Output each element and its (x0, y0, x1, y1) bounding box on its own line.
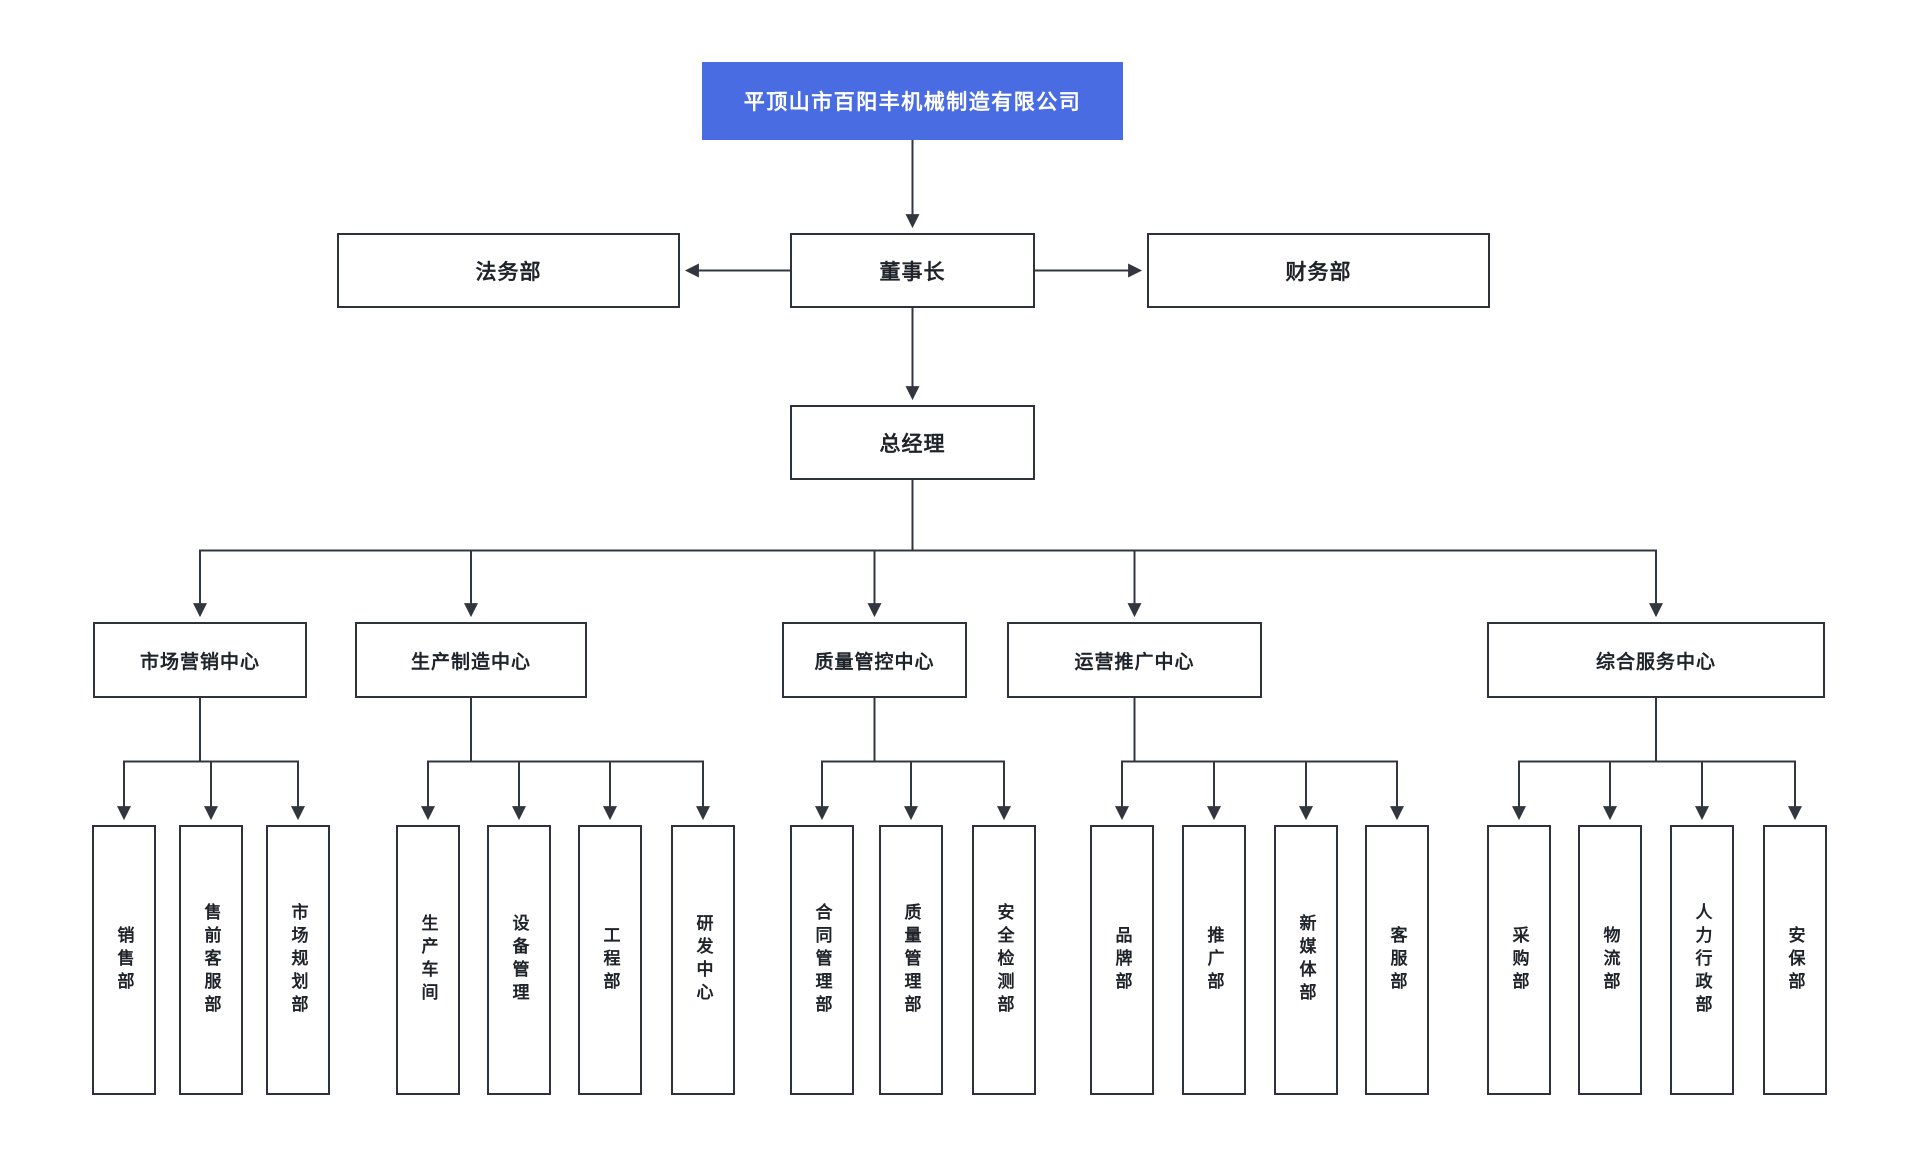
node-production-center: 生产制造中心 (355, 622, 587, 698)
node-finance-dept: 财务部 (1147, 233, 1490, 308)
node-market-planning-dept: 市场规划部 (266, 825, 330, 1095)
general-manager-label: 总经理 (879, 432, 946, 456)
market-planning-dept-label: 市场规划部 (288, 902, 308, 1018)
sales-dept-label: 销售部 (114, 925, 134, 995)
logistics-dept-label: 物流部 (1600, 925, 1620, 995)
security-dept-label: 安保部 (1785, 925, 1805, 995)
chairman-label: 董事长 (879, 260, 946, 284)
node-production-workshop: 生产车间 (396, 825, 460, 1095)
safety-inspection-dept-label: 安全检测部 (994, 902, 1014, 1018)
node-logistics-dept: 物流部 (1578, 825, 1642, 1095)
node-security-dept: 安保部 (1763, 825, 1827, 1095)
customer-service-dept-label: 客服部 (1387, 925, 1407, 995)
node-promotion-dept: 推广部 (1182, 825, 1246, 1095)
production-workshop-label: 生产车间 (418, 914, 438, 1006)
operations-center-label: 运营推广中心 (1074, 651, 1195, 673)
node-contract-management-dept: 合同管理部 (790, 825, 854, 1095)
promotion-dept-label: 推广部 (1204, 925, 1224, 995)
node-brand-dept: 品牌部 (1090, 825, 1154, 1095)
node-marketing-center: 市场营销中心 (93, 622, 307, 698)
marketing-center-label: 市场营销中心 (139, 651, 260, 673)
brand-dept-label: 品牌部 (1112, 925, 1132, 995)
quality-management-dept-label: 质量管理部 (901, 902, 921, 1018)
production-center-label: 生产制造中心 (410, 651, 531, 673)
procurement-dept-label: 采购部 (1509, 925, 1529, 995)
equipment-management-label: 设备管理 (509, 914, 529, 1006)
company-name-label: 平顶山市百阳丰机械制造有限公司 (743, 91, 1082, 114)
finance-dept-label: 财务部 (1285, 260, 1352, 284)
node-engineering-dept: 工程部 (578, 825, 642, 1095)
engineering-dept-label: 工程部 (600, 925, 620, 995)
legal-dept-label: 法务部 (475, 260, 542, 284)
hr-admin-dept-label: 人力行政部 (1692, 902, 1712, 1018)
node-rd-center: 研发中心 (671, 825, 735, 1095)
node-hr-admin-dept: 人力行政部 (1670, 825, 1734, 1095)
node-general-manager: 总经理 (790, 405, 1035, 480)
node-customer-service-dept: 客服部 (1365, 825, 1429, 1095)
node-company: 平顶山市百阳丰机械制造有限公司 (702, 62, 1123, 140)
node-sales-dept: 销售部 (92, 825, 156, 1095)
rd-center-label: 研发中心 (693, 914, 713, 1006)
node-quality-center: 质量管控中心 (782, 622, 967, 698)
node-services-center: 综合服务中心 (1487, 622, 1825, 698)
node-equipment-management: 设备管理 (487, 825, 551, 1095)
node-new-media-dept: 新媒体部 (1274, 825, 1338, 1095)
services-center-label: 综合服务中心 (1595, 651, 1716, 673)
node-presales-service-dept: 售前客服部 (179, 825, 243, 1095)
node-operations-center: 运营推广中心 (1007, 622, 1262, 698)
new-media-dept-label: 新媒体部 (1296, 914, 1316, 1006)
node-legal-dept: 法务部 (337, 233, 680, 308)
node-chairman: 董事长 (790, 233, 1035, 308)
contract-management-dept-label: 合同管理部 (812, 902, 832, 1018)
node-procurement-dept: 采购部 (1487, 825, 1551, 1095)
node-safety-inspection-dept: 安全检测部 (972, 825, 1036, 1095)
presales-service-dept-label: 售前客服部 (201, 902, 221, 1018)
node-quality-management-dept: 质量管理部 (879, 825, 943, 1095)
quality-center-label: 质量管控中心 (814, 651, 935, 673)
